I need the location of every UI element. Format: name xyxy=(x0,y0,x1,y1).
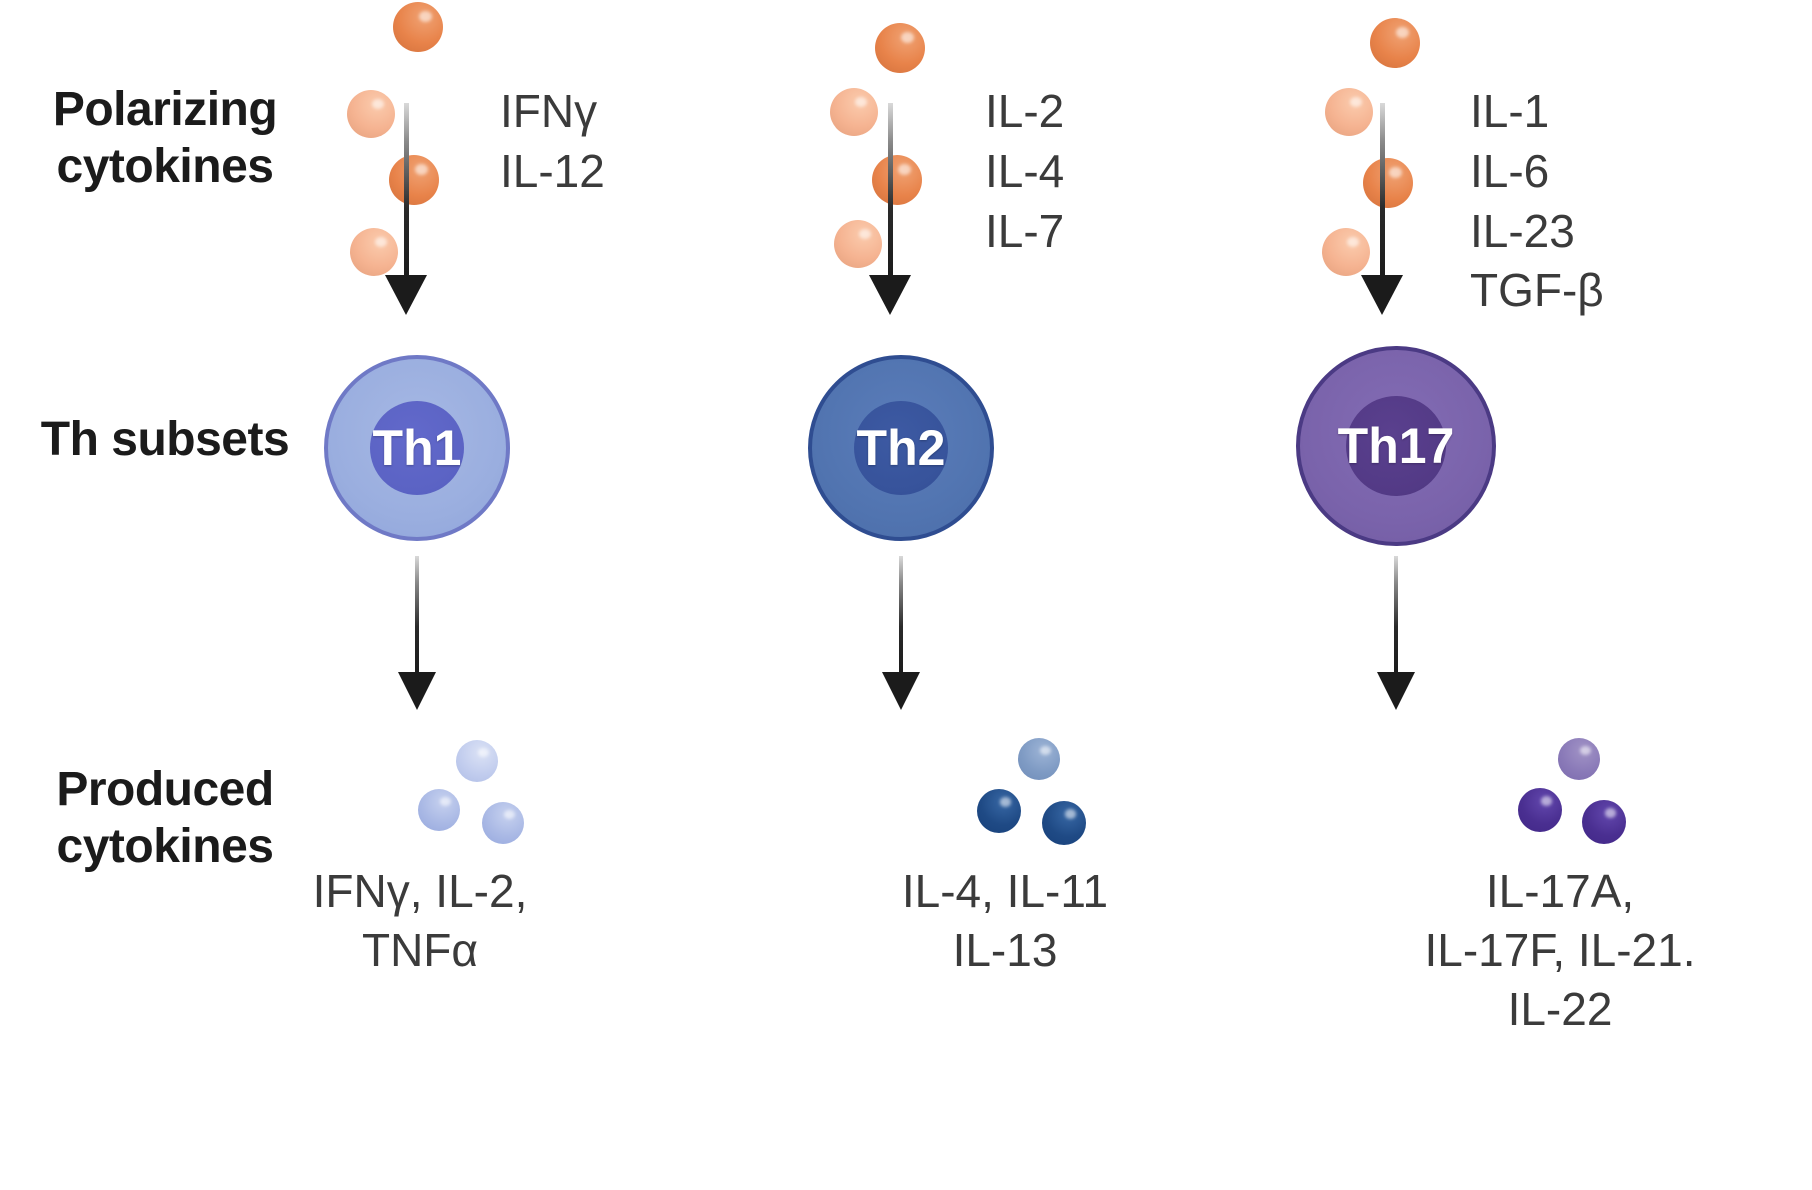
cytokine-item: IL-17A, xyxy=(1485,865,1635,917)
immune-cell-icon-th1: Th1 xyxy=(324,355,510,541)
cytokine-item: IL-23 xyxy=(1470,204,1575,257)
arrow-down-icon xyxy=(384,103,428,315)
arrow-down-icon xyxy=(879,556,923,710)
cell-nucleus: Th17 xyxy=(1338,396,1454,496)
row-label-line-1: Polarizing xyxy=(52,83,278,136)
cytokine-item: IL-6 xyxy=(1470,144,1550,197)
arrow-down-icon xyxy=(1360,103,1404,315)
cytokine-item: TNFα xyxy=(361,923,478,976)
produced-cytokine-sphere xyxy=(1518,788,1562,832)
produced-cytokine-sphere xyxy=(1558,738,1600,780)
produced-cytokine-sphere xyxy=(1018,738,1060,780)
input-cytokine-sphere xyxy=(393,2,443,52)
cytokine-item: IL-13 xyxy=(952,923,1058,976)
cell-label: Th17 xyxy=(1337,418,1455,474)
cell-nucleus: Th2 xyxy=(854,401,948,495)
produced-cytokine-text-th17: IL-17A, IL-17F, IL-21. IL-22 xyxy=(1310,862,1810,1039)
produced-cytokine-sphere xyxy=(1582,800,1626,844)
arrow-down-icon xyxy=(1374,556,1418,710)
input-cytokine-sphere xyxy=(347,90,395,138)
cytokine-item: TGF-β xyxy=(1470,264,1604,317)
row-label-line-2: cytokines xyxy=(56,819,274,873)
row-label-line-1: Produced xyxy=(56,763,274,816)
cytokine-item: IL-4, IL-11 xyxy=(901,865,1109,917)
produced-cytokine-sphere xyxy=(1042,801,1086,845)
input-cytokine-sphere xyxy=(872,155,922,205)
cytokine-item: IFNγ xyxy=(500,85,598,137)
row-label-polarizing-cytokines: Polarizing cytokines xyxy=(20,82,310,195)
arrow-down-icon xyxy=(395,556,439,710)
cytokine-item: IL-7 xyxy=(985,204,1065,257)
immune-cell-icon-th2: Th2 xyxy=(808,355,994,541)
produced-cytokine-text-th2: IL-4, IL-11 IL-13 xyxy=(775,862,1235,980)
cytokine-item: IL-12 xyxy=(500,144,605,197)
cell-nucleus: Th1 xyxy=(370,401,464,495)
cell-label: Th2 xyxy=(856,420,946,476)
input-cytokine-sphere xyxy=(1322,228,1370,276)
cytokine-item: IL-17F, IL-21. xyxy=(1424,923,1696,976)
input-cytokine-sphere xyxy=(1363,158,1413,208)
polarizing-cytokine-list-th2: IL-2 IL-4 IL-7 xyxy=(985,82,1064,261)
cytokine-item: IL-1 xyxy=(1470,85,1550,137)
cytokine-item: IL-22 xyxy=(1507,982,1613,1035)
input-cytokine-sphere xyxy=(834,220,882,268)
cytokine-item: IFNγ, IL-2, xyxy=(312,865,528,917)
input-cytokine-sphere xyxy=(1370,18,1420,68)
row-label-th-subsets: Th subsets xyxy=(20,412,310,469)
input-cytokine-sphere xyxy=(1325,88,1373,136)
polarizing-cytokine-list-th1: IFNγ IL-12 xyxy=(500,82,605,202)
produced-cytokine-sphere xyxy=(482,802,524,844)
produced-cytokine-text-th1: IFNγ, IL-2, TNFα xyxy=(220,862,620,980)
row-label-produced-cytokines: Produced cytokines xyxy=(20,762,310,875)
produced-cytokine-sphere xyxy=(977,789,1021,833)
polarizing-cytokine-list-th17: IL-1 IL-6 IL-23 TGF-β xyxy=(1470,82,1604,321)
row-label-line-2: cytokines xyxy=(56,139,274,193)
produced-cytokine-sphere xyxy=(456,740,498,782)
row-label-line-1: Th subsets xyxy=(40,413,290,466)
cell-label: Th1 xyxy=(372,420,462,476)
input-cytokine-sphere xyxy=(389,155,439,205)
input-cytokine-sphere xyxy=(350,228,398,276)
input-cytokine-sphere xyxy=(830,88,878,136)
cytokine-item: IL-2 xyxy=(985,85,1065,137)
produced-cytokine-sphere xyxy=(418,789,460,831)
input-cytokine-sphere xyxy=(875,23,925,73)
cytokine-item: IL-4 xyxy=(985,144,1065,197)
immune-cell-icon-th17: Th17 xyxy=(1296,346,1496,546)
arrow-down-icon xyxy=(868,103,912,315)
